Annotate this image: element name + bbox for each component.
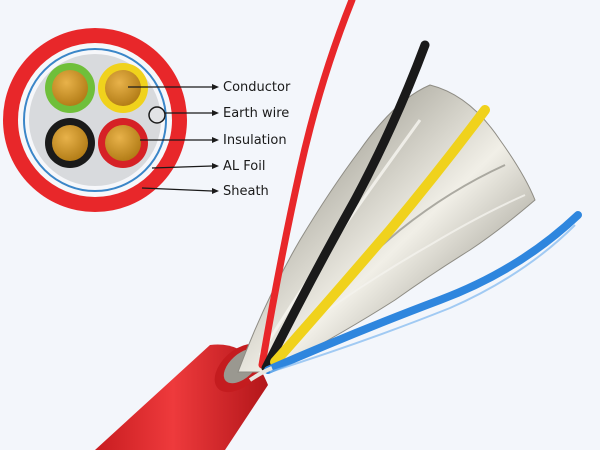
conductor-yellow (98, 63, 148, 113)
foil-ring (23, 48, 167, 192)
label-earth-wire: Earth wire (223, 106, 289, 121)
earth-wire-dot (148, 106, 166, 124)
blue-wire (264, 211, 582, 374)
yellow-wire (270, 105, 490, 367)
black-wire (261, 40, 430, 373)
leader-sheath (141, 187, 213, 192)
red-wire (258, 0, 356, 369)
leader-lines (128, 86, 213, 192)
label-conductor: Conductor (223, 80, 291, 95)
leader-arrows (212, 84, 219, 194)
label-al-foil: AL Foil (223, 159, 265, 174)
cross-section (3, 28, 187, 212)
leader-al-foil (151, 165, 213, 169)
label-insulation: Insulation (223, 133, 287, 148)
cable-body (95, 0, 582, 450)
label-sheath: Sheath (223, 184, 269, 199)
conductor-red (98, 118, 148, 168)
conductor-black (45, 118, 95, 168)
conductor-green (45, 63, 95, 113)
